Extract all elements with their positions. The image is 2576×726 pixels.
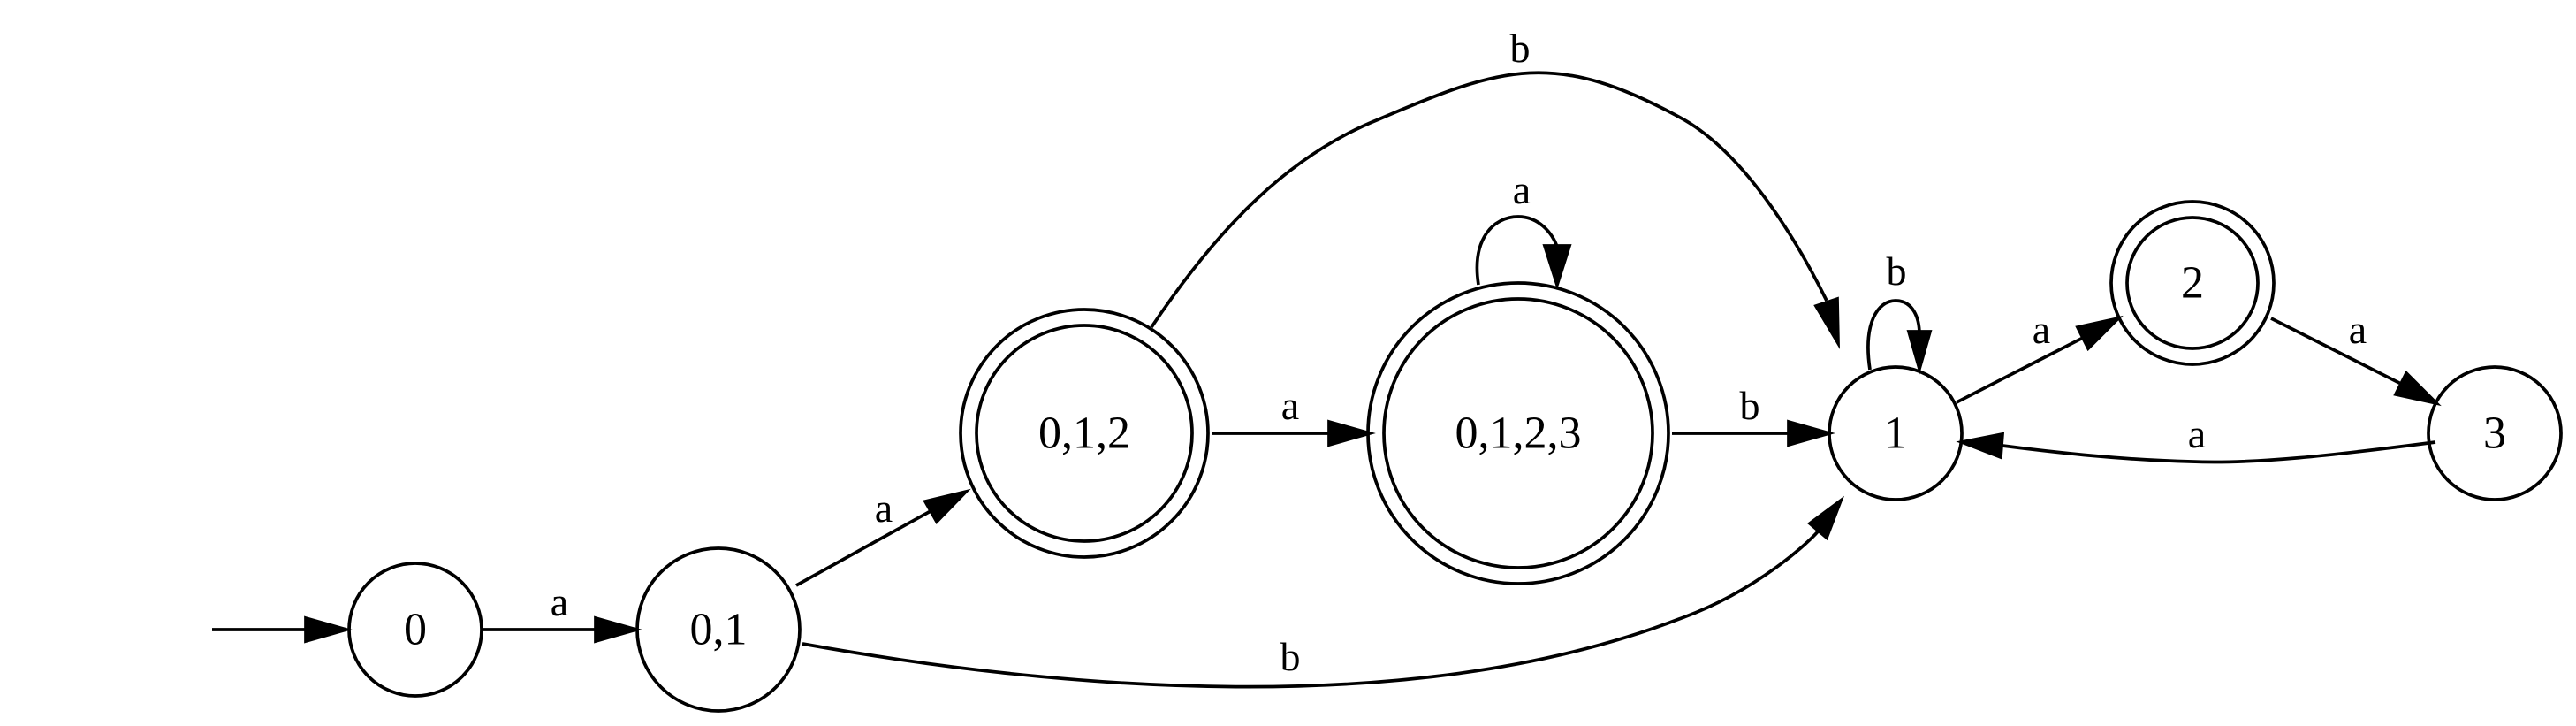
state-1: 1 [1828,365,1964,501]
edge-0123-self-loop: a [1475,167,1572,291]
state-label-2: 2 [2181,258,2204,309]
edge-label-012-to-0123: a [1281,383,1299,428]
edges: a a b a b a [212,26,2442,689]
edge-label-0123-self-loop: a [1513,167,1531,212]
edge-3-to-1: a [1956,411,2436,464]
state-0123: 0,1,2,3 [1366,281,1670,585]
state-label-012: 0,1,2 [1038,409,1130,459]
edge-label-1-to-2: a [2033,307,2050,352]
edge-0-to-01: a [483,579,642,644]
edge-label-0123-to-1: b [1740,383,1760,428]
edge-01-to-1: b [802,495,1844,689]
edge-label-012-to-1: b [1510,26,1531,71]
state-0: 0 [347,562,483,698]
edge-label-01-to-012: a [875,485,893,531]
edge-1-to-2: a [1956,307,2124,404]
edge-label-3-to-1: a [2188,411,2206,456]
edge-label-0-to-01: a [551,579,568,624]
state-label-1: 1 [1884,409,1907,459]
edge-label-01-to-1: b [1280,634,1301,679]
edge-start-to-0 [212,615,353,644]
edge-label-1-self-loop: b [1887,248,1907,294]
edge-2-to-3: a [2270,307,2442,407]
edge-label-2-to-3: a [2349,307,2367,352]
edge-012-to-0123: a [1212,383,1376,447]
state-label-0: 0 [404,605,427,655]
state-label-0123: 0,1,2,3 [1455,409,1582,459]
state-2: 2 [2109,200,2276,366]
states: 0 0,1 0,1,2 0,1,2,3 1 2 3 [347,200,2563,713]
edge-012-to-1: b [1150,26,1840,349]
state-01: 0,1 [635,546,802,713]
edge-01-to-012: a [795,485,971,587]
edge-0123-to-1: b [1672,383,1835,447]
state-3: 3 [2427,365,2563,501]
edge-1-self-loop: b [1866,248,1933,375]
state-label-01: 0,1 [690,605,748,655]
state-label-3: 3 [2483,409,2506,459]
state-012[interactable]: 0,1,2 [959,308,1210,559]
